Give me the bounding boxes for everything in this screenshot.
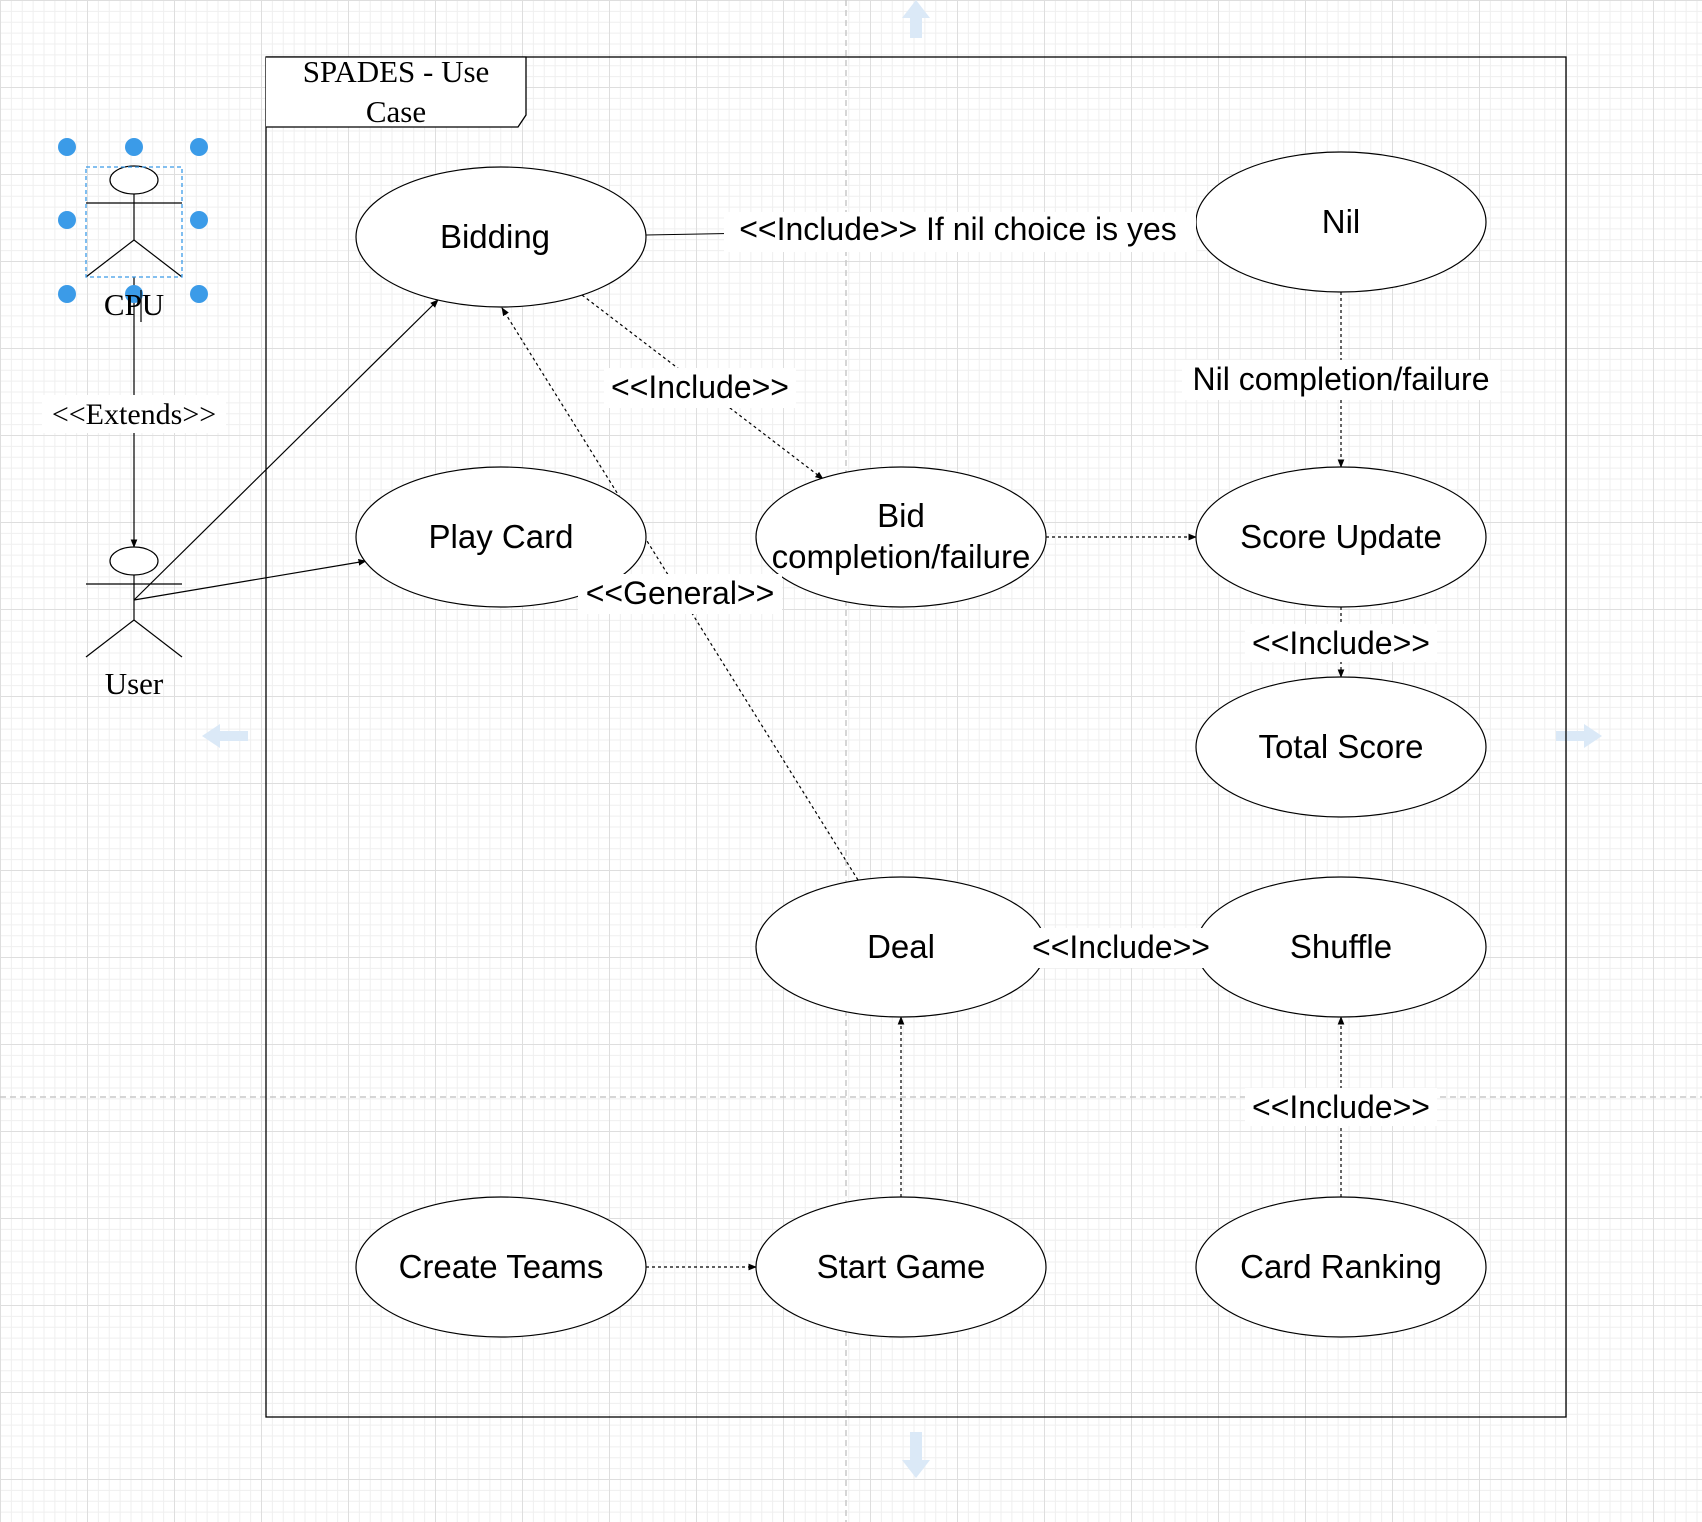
- cpu-head: [109, 165, 159, 195]
- user-bidding-association: [133, 299, 439, 601]
- include-shuffle-label: <<Include>>: [1032, 929, 1210, 965]
- nil-label: Nil: [1322, 203, 1361, 240]
- include-nil-label: <<Include>> If nil choice is yes: [739, 211, 1177, 247]
- extends-label: <<Extends>>: [52, 398, 216, 431]
- use-case-bidding[interactable]: [355, 166, 647, 308]
- nav-arrow-down-icon[interactable]: [902, 1432, 930, 1478]
- relation-label-backgrounds: [42, 212, 1500, 1126]
- use-case-play-card[interactable]: [355, 466, 647, 608]
- nav-arrow-right-icon[interactable]: [1556, 724, 1602, 748]
- frame-title-line2: Case: [366, 94, 426, 129]
- score-update-label: Score Update: [1240, 518, 1442, 555]
- system-boundary-frame[interactable]: SPADES - Use Case: [265, 54, 1567, 1418]
- actor-cpu[interactable]: CPU: [58, 138, 208, 322]
- user-head: [109, 546, 159, 576]
- use-case-score-update[interactable]: [1195, 466, 1487, 608]
- include-ranking-label: <<Include>>: [1252, 1089, 1430, 1125]
- use-case-bid-completion[interactable]: [755, 466, 1047, 608]
- use-case-card-ranking[interactable]: [1195, 1196, 1487, 1338]
- general-label: <<General>>: [586, 575, 775, 611]
- play-card-label: Play Card: [429, 518, 574, 555]
- user-playcard-association: [133, 558, 367, 601]
- include-bidding-label: <<Include>>: [611, 369, 789, 405]
- deal-label: Deal: [867, 928, 935, 965]
- use-case-start-game[interactable]: [755, 1196, 1047, 1338]
- shuffle-label: Shuffle: [1290, 928, 1392, 965]
- include-total-label: <<Include>>: [1252, 625, 1430, 661]
- create-teams-label: Create Teams: [399, 1248, 604, 1285]
- start-game-label: Start Game: [817, 1248, 986, 1285]
- user-label: User: [105, 666, 164, 701]
- total-score-label: Total Score: [1258, 728, 1423, 765]
- use-case-create-teams[interactable]: [355, 1196, 647, 1338]
- selection-handles[interactable]: [58, 138, 208, 303]
- selection-box: [85, 166, 183, 278]
- frame-title-line1: SPADES - Use: [303, 54, 490, 89]
- nav-arrow-left-icon[interactable]: [202, 724, 248, 748]
- actor-user[interactable]: User: [85, 546, 183, 701]
- bid-completion-label-line2: completion/failure: [772, 538, 1031, 575]
- bidding-label: Bidding: [440, 218, 550, 255]
- card-ranking-label: Card Ranking: [1240, 1248, 1442, 1285]
- nav-arrow-up-icon[interactable]: [902, 0, 930, 38]
- use-case-total-score[interactable]: [1195, 676, 1487, 818]
- cpu-label: CPU: [104, 287, 164, 322]
- nil-completion-label: Nil completion/failure: [1192, 361, 1489, 397]
- bid-completion-label-line1: Bid: [877, 497, 925, 534]
